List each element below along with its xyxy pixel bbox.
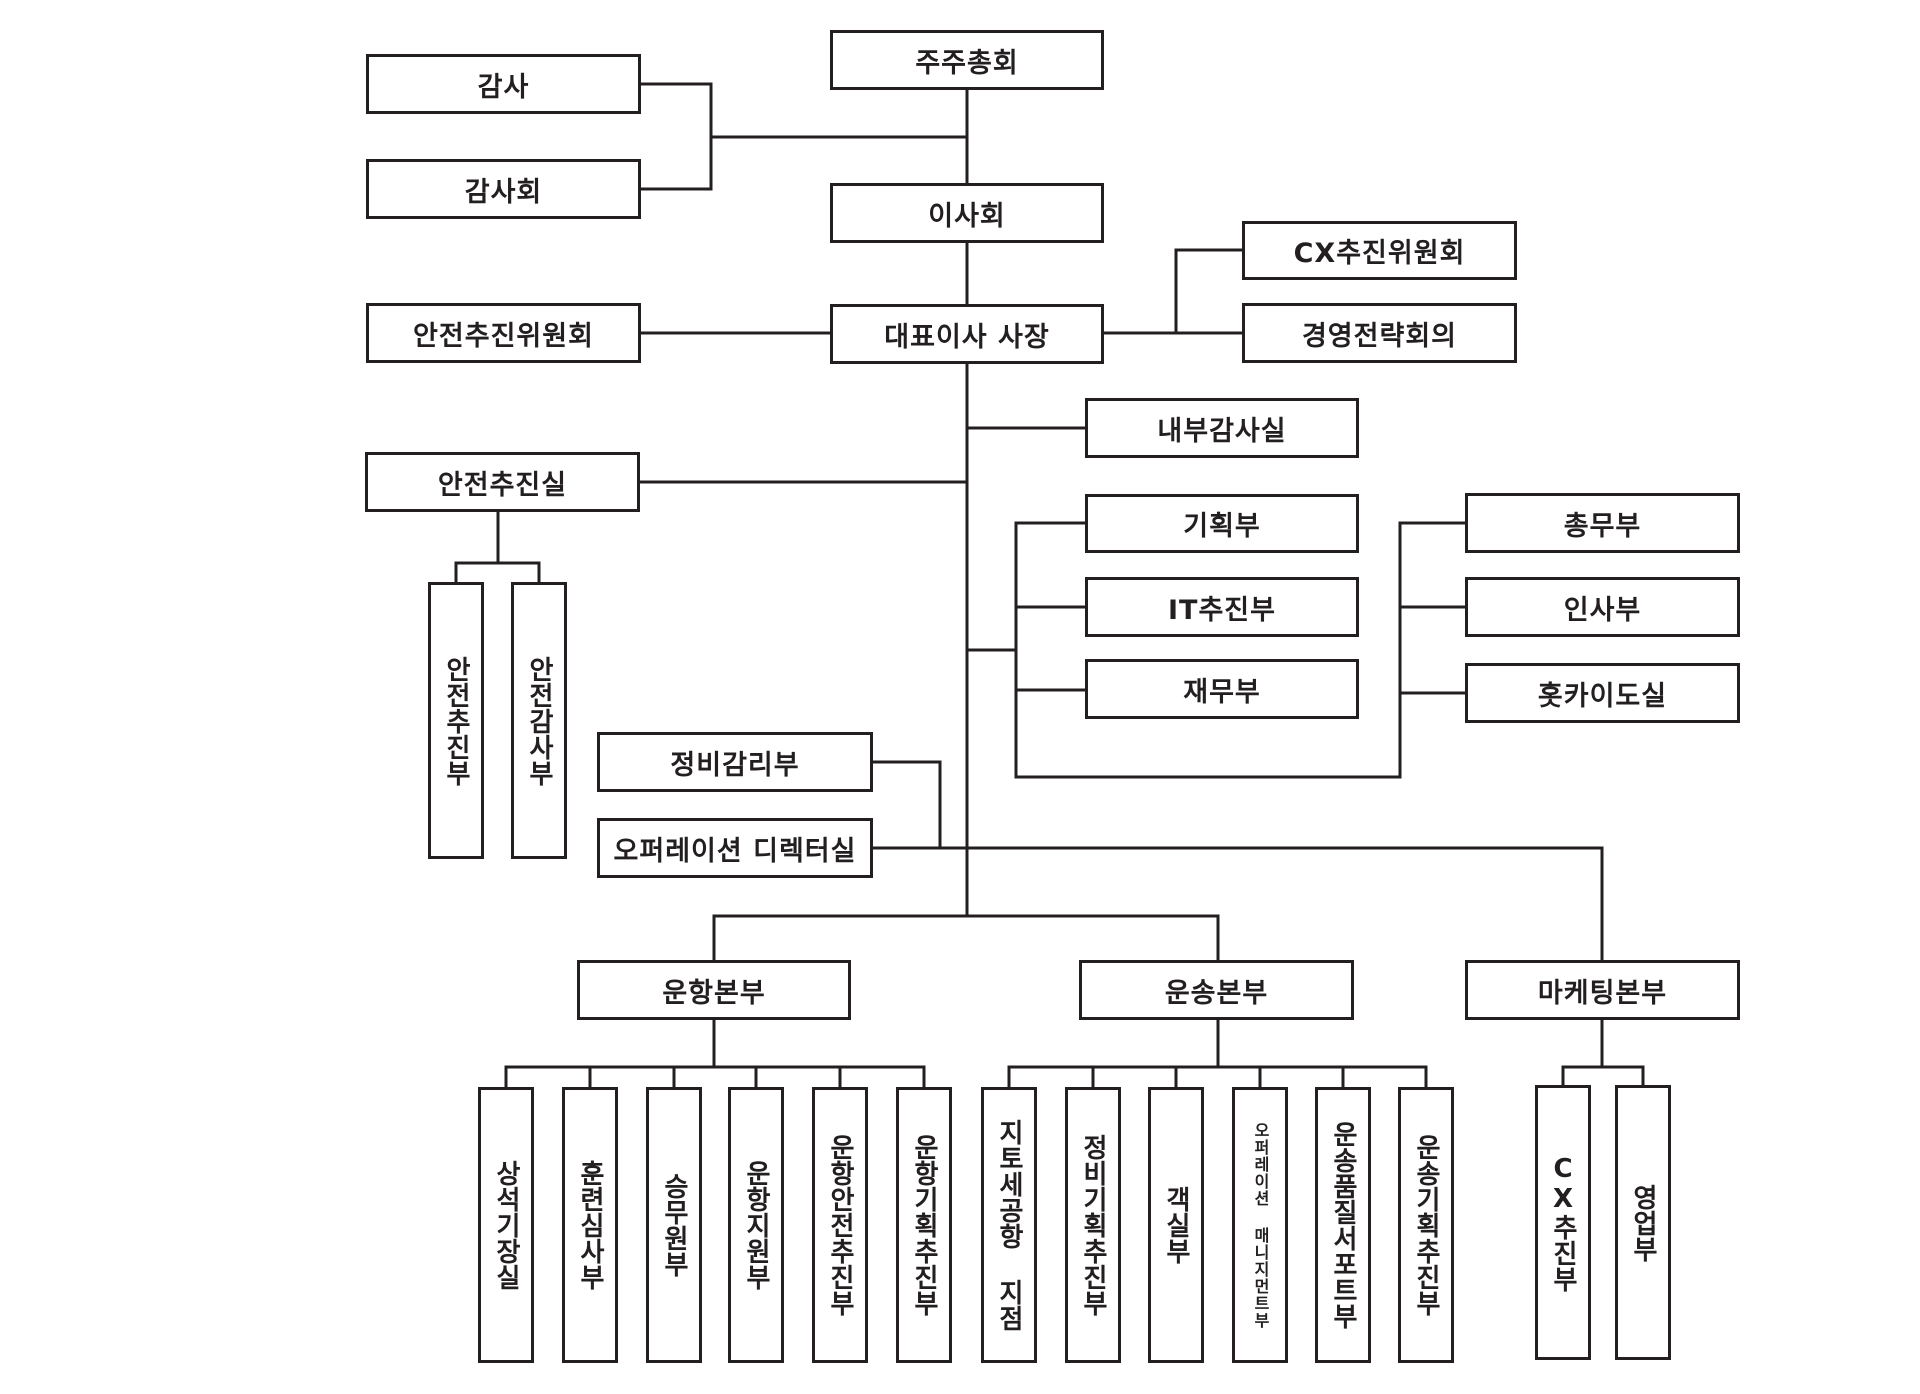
box-label: 운송본부 (1164, 977, 1269, 1009)
chitose-branch-box[interactable]: 지토세공항 지점 (981, 1087, 1037, 1363)
strategy-meeting-box[interactable]: 경영전략회의 (1242, 303, 1517, 363)
maintenance-planning-dept-box[interactable]: 정비기획추진부 (1065, 1087, 1121, 1363)
box-label: 운항지원부 (741, 1160, 771, 1290)
box-label: CX추진위원회 (1293, 238, 1466, 269)
box-label: 내부감사실 (1157, 415, 1287, 447)
flight-support-dept-box[interactable]: 운항지원부 (728, 1087, 784, 1363)
box-label: CX추진부 (1548, 1153, 1578, 1292)
training-exam-dept-box[interactable]: 훈련심사부 (562, 1087, 618, 1363)
it-dept-box[interactable]: IT추진부 (1085, 577, 1359, 637)
box-label: 상석기장실 (491, 1160, 521, 1290)
box-label: 승무원부 (659, 1173, 689, 1277)
box-label: 영업부 (1628, 1183, 1658, 1262)
internal-audit-box[interactable]: 내부감사실 (1085, 398, 1359, 458)
safety-office-box[interactable]: 안전추진실 (365, 452, 640, 512)
box-label: 정비감리부 (670, 749, 800, 781)
box-label: 홋카이도실 (1537, 680, 1668, 712)
box-label: 대표이사 사장 (884, 321, 1050, 353)
box-label: 지토세공항 지점 (994, 1119, 1024, 1331)
box-label: 정비기획추진부 (1078, 1134, 1108, 1316)
flight-ops-hq-box[interactable]: 운항본부 (577, 960, 851, 1020)
box-label: 안전감사부 (524, 655, 554, 786)
box-label: 감사회 (464, 176, 543, 208)
general-affairs-dept-box[interactable]: 총무부 (1465, 493, 1740, 553)
board-box[interactable]: 이사회 (830, 183, 1104, 243)
cabin-dept-box[interactable]: 객실부 (1148, 1087, 1204, 1363)
auditor-box[interactable]: 감사 (366, 54, 641, 114)
operations-director-office-box[interactable]: 오퍼레이션 디렉터실 (597, 818, 873, 878)
box-label: 총무부 (1563, 510, 1642, 542)
box-label: 안전추진위원회 (413, 320, 594, 352)
safety-audit-dept-box[interactable]: 안전감사부 (511, 582, 567, 859)
finance-dept-box[interactable]: 재무부 (1085, 659, 1359, 719)
box-label: 안전추진부 (441, 655, 471, 786)
maintenance-audit-dept-box[interactable]: 정비감리부 (597, 732, 873, 792)
hr-dept-box[interactable]: 인사부 (1465, 577, 1740, 637)
box-label: 안전추진실 (437, 469, 568, 501)
safety-promotion-dept-box[interactable]: 안전추진부 (428, 582, 484, 859)
marketing-hq-box[interactable]: 마케팅본부 (1465, 960, 1740, 1020)
box-label: 운항기획추진부 (909, 1134, 939, 1316)
flight-safety-dept-box[interactable]: 운항안전추진부 (812, 1087, 868, 1363)
box-label: 주주총회 (915, 47, 1019, 79)
flight-planning-dept-box[interactable]: 운항기획추진부 (896, 1087, 952, 1363)
box-label: 마케팅본부 (1537, 977, 1668, 1009)
chief-captain-office-box[interactable]: 상석기장실 (478, 1087, 534, 1363)
box-label: 객실부 (1161, 1186, 1191, 1264)
box-label: 인사부 (1563, 594, 1642, 626)
crew-dept-box[interactable]: 승무원부 (646, 1087, 702, 1363)
transport-hq-box[interactable]: 운송본부 (1079, 960, 1354, 1020)
cx-promotion-dept-box[interactable]: CX추진부 (1535, 1085, 1591, 1360)
box-label: 운항안전추진부 (825, 1134, 855, 1316)
box-label: 경영전략회의 (1301, 320, 1458, 352)
box-label: 오퍼레이션 디렉터실 (613, 835, 857, 867)
box-label: 훈련심사부 (575, 1160, 605, 1290)
operations-management-dept-box[interactable]: 오퍼레이션 매니지먼트부 (1232, 1087, 1288, 1363)
box-label: 운송품질서포트부 (1328, 1121, 1358, 1329)
shareholders-box[interactable]: 주주총회 (830, 30, 1104, 90)
box-label: 기획부 (1183, 511, 1261, 542)
box-label: 이사회 (928, 200, 1006, 232)
audit-committee-box[interactable]: 감사회 (366, 159, 641, 219)
box-label: 감사 (477, 71, 530, 103)
safety-committee-box[interactable]: 안전추진위원회 (366, 303, 641, 363)
box-label: 운항본부 (662, 977, 766, 1009)
box-label: IT추진부 (1168, 594, 1276, 626)
box-label: 운송기획추진부 (1411, 1134, 1441, 1316)
cx-committee-box[interactable]: CX추진위원회 (1242, 221, 1517, 280)
box-label: 재무부 (1183, 676, 1261, 708)
transport-quality-dept-box[interactable]: 운송품질서포트부 (1315, 1087, 1371, 1363)
transport-planning-dept-box[interactable]: 운송기획추진부 (1398, 1087, 1454, 1363)
box-label: 오퍼레이션 매니지먼트부 (1251, 1121, 1270, 1329)
ceo-box[interactable]: 대표이사 사장 (830, 304, 1104, 364)
planning-dept-box[interactable]: 기획부 (1085, 494, 1359, 553)
sales-dept-box[interactable]: 영업부 (1615, 1085, 1671, 1360)
hokkaido-office-box[interactable]: 홋카이도실 (1465, 663, 1740, 723)
